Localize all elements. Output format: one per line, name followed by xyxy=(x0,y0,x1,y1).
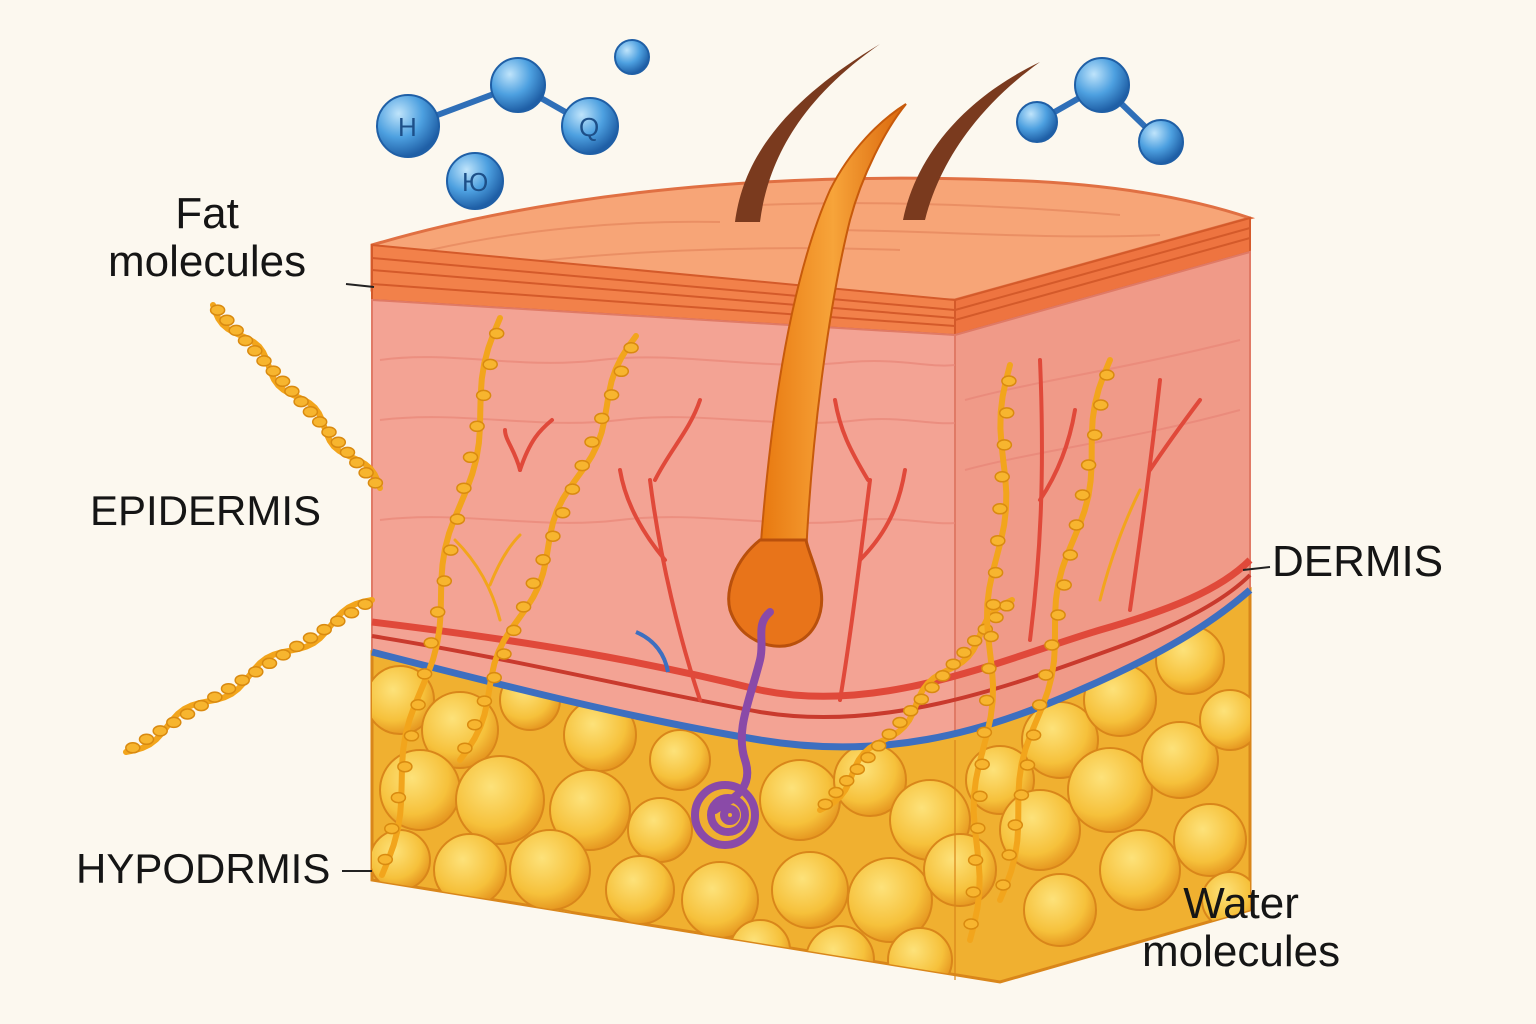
capillaries xyxy=(503,358,1202,702)
label-fat-line-1: Fat xyxy=(175,189,239,238)
fat-cell xyxy=(509,829,591,911)
leader-lines xyxy=(342,283,1271,872)
fat-cell xyxy=(605,855,675,925)
fat-cell xyxy=(421,691,499,769)
atom-letter: Q xyxy=(579,112,599,142)
fat-cell xyxy=(661,931,719,982)
fat-cell xyxy=(627,797,693,863)
orange-capillaries xyxy=(453,488,1142,622)
label-fat-line-2: molecules xyxy=(108,236,307,286)
fat-cell xyxy=(1067,747,1153,833)
fat-cell xyxy=(887,927,953,982)
nerve-fiber xyxy=(209,302,384,491)
fat-cell xyxy=(451,901,509,959)
vein xyxy=(635,630,670,673)
hydrogen-atom xyxy=(1016,101,1058,143)
oxygen-atom xyxy=(561,97,619,155)
fat-cell xyxy=(729,919,791,981)
fat-cell xyxy=(372,665,435,735)
label-hypodermis: HYPODRMIS xyxy=(76,845,331,892)
nerve-fiber xyxy=(963,362,1017,943)
water-molecule-group-left: H Q Ю xyxy=(376,39,650,210)
hair-bulb xyxy=(727,538,824,648)
hair-shaft xyxy=(758,103,907,556)
fat-cell xyxy=(771,851,849,929)
label-water-molecules: Water molecules xyxy=(1142,880,1340,975)
label-water-line-1: Water xyxy=(1183,879,1299,928)
fat-cell xyxy=(549,769,631,851)
label-dermis: DERMIS xyxy=(1272,537,1444,586)
fat-cell xyxy=(529,909,591,971)
fat-cell xyxy=(433,833,507,907)
label-water-line-2: molecules xyxy=(1142,926,1341,976)
hydrogen-atom xyxy=(1138,119,1184,165)
hydrogen-atom xyxy=(446,152,504,210)
atom-letter: Ю xyxy=(462,167,488,197)
nerve-fiber xyxy=(995,357,1115,903)
artery xyxy=(371,557,1253,700)
fat-cell xyxy=(1023,873,1097,947)
fat-cell xyxy=(847,857,933,943)
oxygen-atom xyxy=(1074,57,1130,113)
oxygen-atom xyxy=(490,57,546,113)
fat-cell xyxy=(1199,689,1250,751)
fat-cell xyxy=(1099,829,1181,911)
artery xyxy=(371,573,1252,720)
hydrogen-atom xyxy=(376,94,440,158)
atom-letter: H xyxy=(398,112,417,142)
fat-cell xyxy=(379,749,461,831)
fat-cell xyxy=(455,755,545,845)
hydrogen-atom xyxy=(614,39,650,75)
fat-cell xyxy=(923,833,997,907)
nerve-fiber xyxy=(123,597,375,755)
fat-cell xyxy=(1141,721,1219,799)
fat-cell xyxy=(649,729,711,791)
hair-strand xyxy=(735,44,880,222)
fat-cell xyxy=(1173,803,1247,877)
nerve-fibers xyxy=(123,302,1115,943)
label-epidermis: EPIDERMIS xyxy=(90,487,322,534)
nerve-fiber xyxy=(377,315,505,878)
hair-strand xyxy=(903,62,1040,220)
nerve-fiber xyxy=(457,333,639,763)
sweat-gland xyxy=(691,608,774,849)
water-molecule-group-right xyxy=(1016,57,1184,165)
label-fat-molecules: Fat molecules xyxy=(108,190,306,285)
nerve-fiber xyxy=(817,597,1015,813)
